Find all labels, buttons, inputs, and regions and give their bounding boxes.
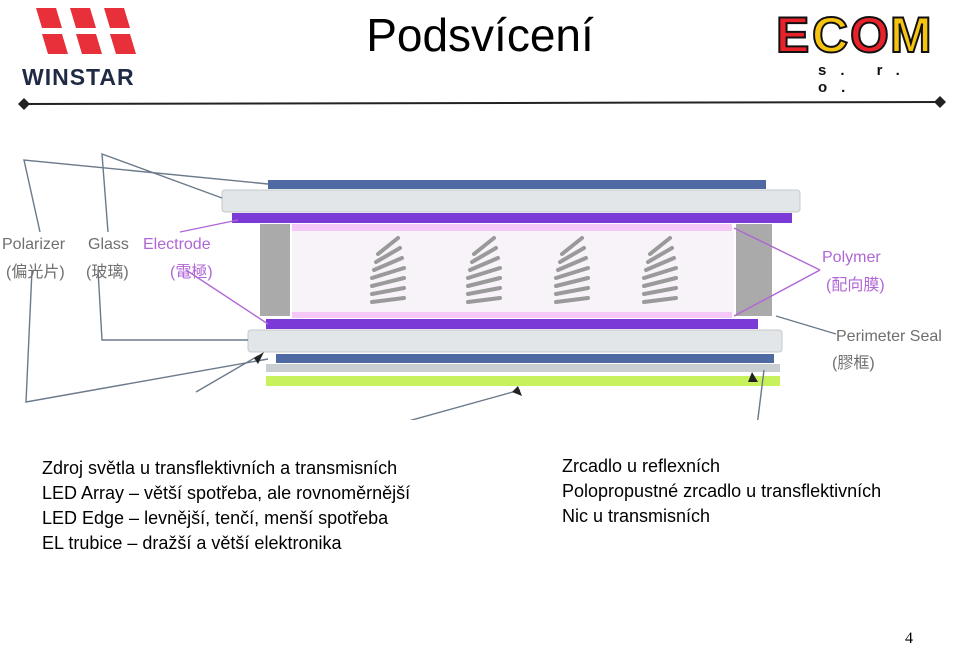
purple-leader-lines: [179, 219, 821, 325]
glass-label: Glass: [88, 236, 129, 253]
lc-helix-4: [642, 236, 678, 304]
text-line: Nic u transmisních: [562, 506, 711, 526]
backlight-layer: [266, 376, 780, 386]
ecom-letter-o: O: [850, 7, 889, 63]
page-title: Podsvícení: [366, 9, 594, 61]
lcd-cross-section-diagram: [23, 152, 837, 420]
polarizer-label: Polarizer: [2, 236, 66, 253]
top-polymer-layer: [292, 224, 732, 231]
backlight-source-text: Zdroj světla u transflektivních a transm…: [42, 456, 410, 556]
ecom-letter-m: M: [890, 7, 932, 63]
ecom-logo: E C O M: [772, 2, 948, 82]
text-line: Zrcadlo u reflexních: [562, 456, 721, 476]
text-line: Polopropustné zrcadlo u transflektivních: [562, 481, 882, 501]
page-number: 4: [905, 630, 913, 647]
arrowheads: [254, 352, 758, 396]
polarizer-cjk-label: (偏光片): [6, 264, 65, 281]
liquid-crystal-molecules: [370, 236, 678, 304]
top-glass-layer: [221, 189, 801, 213]
left-perimeter-seal: [260, 224, 290, 316]
ecom-logo-mark: E C O M: [772, 2, 948, 64]
bottom-polarizer-layer: [276, 354, 774, 363]
reflector-text: Zrcadlo u reflexních Polopropustné zrcad…: [562, 454, 881, 529]
glass-cjk-label: (玻璃): [86, 264, 129, 281]
electrode-label: Electrode: [143, 236, 211, 253]
winstar-logo: [18, 6, 158, 92]
text-line: Zdroj světla u transflektivních a transm…: [42, 458, 398, 478]
winstar-logo-text: WINSTAR: [22, 64, 135, 90]
electrode-cjk-label: (電極): [170, 264, 213, 281]
perimeter-seal-cjk-label: (膠框): [832, 355, 875, 372]
bottom-glass-layer: [247, 329, 783, 353]
lc-helix-3: [554, 236, 590, 304]
header-divider: [18, 96, 946, 110]
top-polarizer-layer: [268, 180, 766, 189]
ecom-logo-sub: s. r. o.: [818, 62, 914, 96]
lc-helix-1: [370, 236, 406, 304]
lc-helix-2: [466, 236, 502, 304]
top-electrode-layer: [232, 213, 792, 223]
bottom-electrode-layer: [266, 319, 758, 329]
leader-lines: [23, 152, 837, 420]
reflector-layer: [266, 364, 780, 372]
polymer-cjk-label: (配向膜): [826, 277, 885, 294]
polymer-label: Polymer: [822, 249, 881, 266]
ecom-letter-e: E: [776, 7, 809, 63]
text-line: LED Array – větší spotřeba, ale rovnoměr…: [42, 483, 411, 503]
ecom-letter-c: C: [812, 7, 848, 63]
winstar-logo-mark: [36, 8, 136, 54]
bottom-polymer-layer: [292, 312, 732, 318]
right-perimeter-seal: [736, 224, 772, 316]
text-line: EL trubice – dražší a větší elektronika: [42, 533, 342, 553]
perimeter-seal-label: Perimeter Seal: [836, 328, 942, 345]
text-line: LED Edge – levnější, tenčí, menší spotře…: [42, 508, 389, 528]
